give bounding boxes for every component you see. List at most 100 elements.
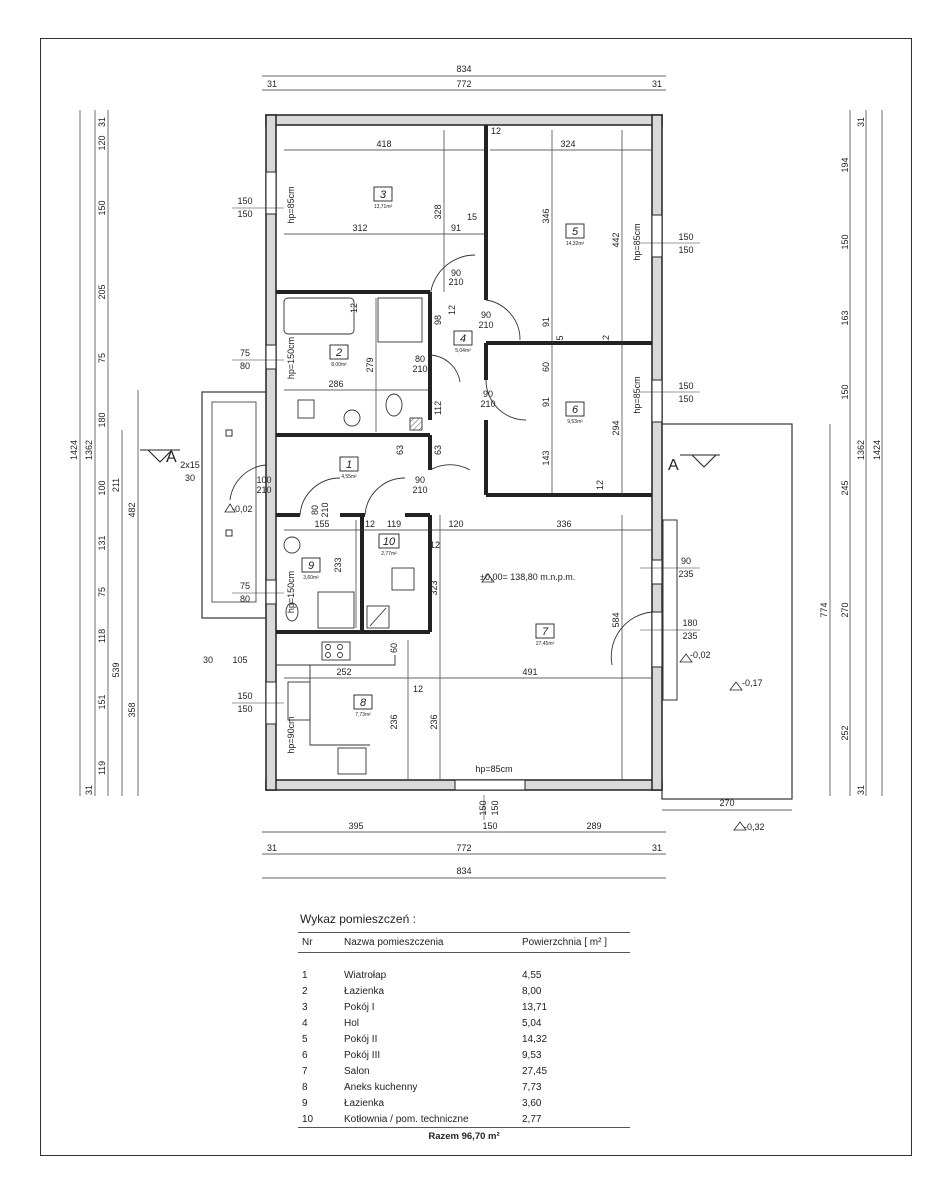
dim-seg: 289: [586, 821, 601, 831]
window-dim: 150: [678, 381, 693, 391]
dim-room: 12: [430, 540, 440, 550]
room-number: 8: [360, 697, 367, 709]
row-area: 8,00: [522, 985, 542, 997]
dim-right-inner: 1362: [856, 440, 866, 460]
door-height: 210: [448, 277, 463, 287]
row-area: 13,71: [522, 1001, 548, 1013]
row-nr: 2: [302, 985, 308, 997]
dim-left: 211: [111, 478, 121, 492]
dim-room: 584: [611, 612, 621, 627]
window-dim: 75: [240, 581, 250, 591]
window-dim: 150: [490, 800, 500, 815]
dim-wall: 31: [267, 843, 277, 853]
row-nr: 7: [302, 1065, 308, 1077]
dim-room: 312: [352, 223, 367, 233]
dim-left: 358: [127, 702, 137, 717]
row-nr: 1: [302, 969, 308, 981]
row-name: Kotłownia / pom. techniczne: [340, 1111, 518, 1128]
dim-terrace: 270: [719, 798, 734, 808]
room-area: 7,73m²: [355, 712, 371, 718]
section-letters: A A: [166, 449, 679, 474]
row-nr: 4: [302, 1017, 308, 1029]
row-area: 7,73: [522, 1081, 542, 1093]
sill-height: hp=85cm: [286, 186, 296, 223]
dim-room: 12: [365, 519, 375, 529]
dim-chain: 205: [97, 284, 107, 299]
dim-room: 91: [451, 223, 461, 233]
room-tag: 1 4,55m²: [339, 456, 359, 480]
dim-left: 482: [127, 502, 137, 517]
window-dim: 150: [237, 691, 252, 701]
porch-inner: [211, 401, 257, 603]
dim-chain: 150: [97, 200, 107, 215]
dim-room: 63: [433, 445, 443, 455]
dim-room: 279: [365, 357, 375, 372]
drawing-frame: [40, 38, 912, 1156]
level-outside: -0,32: [744, 822, 765, 832]
section-letter-right: A: [668, 457, 679, 474]
dim-room: 294: [611, 420, 621, 435]
dim-chain: 118: [97, 629, 107, 643]
sill-height: hp=90cm: [286, 716, 296, 753]
door-labels: 90 210 90 210 80 210 90 210 100 210 80 2…: [256, 268, 495, 518]
window-dim: 150: [678, 232, 693, 242]
kitchen-fixtures: [276, 641, 396, 775]
dim-room: 442: [611, 232, 621, 247]
dim-room: 328: [433, 204, 443, 219]
dim-chain: 131: [97, 535, 107, 550]
dim-entry: 105: [232, 655, 247, 665]
door-width: 100: [256, 475, 271, 485]
room-area: 5,04m²: [455, 348, 471, 354]
room-tag: 2 8,00m²: [329, 344, 349, 368]
column-marker: [225, 529, 233, 537]
window-dim: 80: [240, 594, 250, 604]
terrace: [661, 423, 793, 800]
row-name: Pokój II: [344, 1033, 378, 1045]
dim-room: 155: [314, 519, 329, 529]
dim-room: 252: [336, 667, 351, 677]
dim-room: 324: [560, 139, 575, 149]
room-tag: 10 2,77m²: [378, 533, 400, 557]
room-tag: 8 7,73m²: [353, 694, 373, 718]
row-area: 3,60: [522, 1097, 542, 1109]
room-number: 2: [335, 347, 342, 359]
window-dim: 150: [678, 394, 693, 404]
dim-wall: 31: [652, 79, 662, 89]
interior-walls: [276, 125, 652, 634]
door-height: 210: [478, 320, 493, 330]
dim-room: 63: [395, 445, 405, 455]
dim-chain: 31: [856, 785, 866, 795]
dim-room: 12: [491, 126, 501, 136]
terrace-step: [662, 519, 678, 701]
row-name: Łazienka: [344, 1097, 385, 1109]
dim-overall-bottom: 834: [456, 866, 471, 876]
row-nr: 10: [298, 1111, 340, 1128]
dim-chain: 75: [97, 353, 107, 363]
row-area: 27,45: [522, 1065, 548, 1077]
door-width: 90: [481, 310, 491, 320]
room-tag: 3 13,71m²: [373, 186, 393, 210]
dim-room: 15: [467, 212, 477, 222]
sill-height: hp=150cm: [286, 571, 296, 613]
window-dim: 150: [237, 704, 252, 714]
dim-overall-top: 834: [456, 64, 471, 74]
sill-height: hp=85cm: [632, 223, 642, 260]
dim-left-total: 1424: [69, 440, 79, 460]
row-name: Wiatrołap: [344, 969, 387, 981]
exterior-walls: [265, 114, 663, 791]
level-terrace: -0,17: [742, 678, 763, 688]
dim-room: 5: [555, 335, 565, 340]
row-name: Hol: [344, 1017, 360, 1029]
door-width: 90: [415, 475, 425, 485]
section-letter-left: A: [166, 449, 177, 466]
dim-inner-top: 772: [456, 79, 471, 89]
row-area: 5,04: [522, 1017, 542, 1029]
dim-chain: 270: [840, 602, 850, 617]
door-swings: [229, 254, 653, 666]
door-width: 90: [451, 268, 461, 278]
header-nr: Nr: [298, 932, 340, 953]
door-height: 210: [320, 502, 330, 517]
dim-chain: 194: [840, 157, 850, 172]
